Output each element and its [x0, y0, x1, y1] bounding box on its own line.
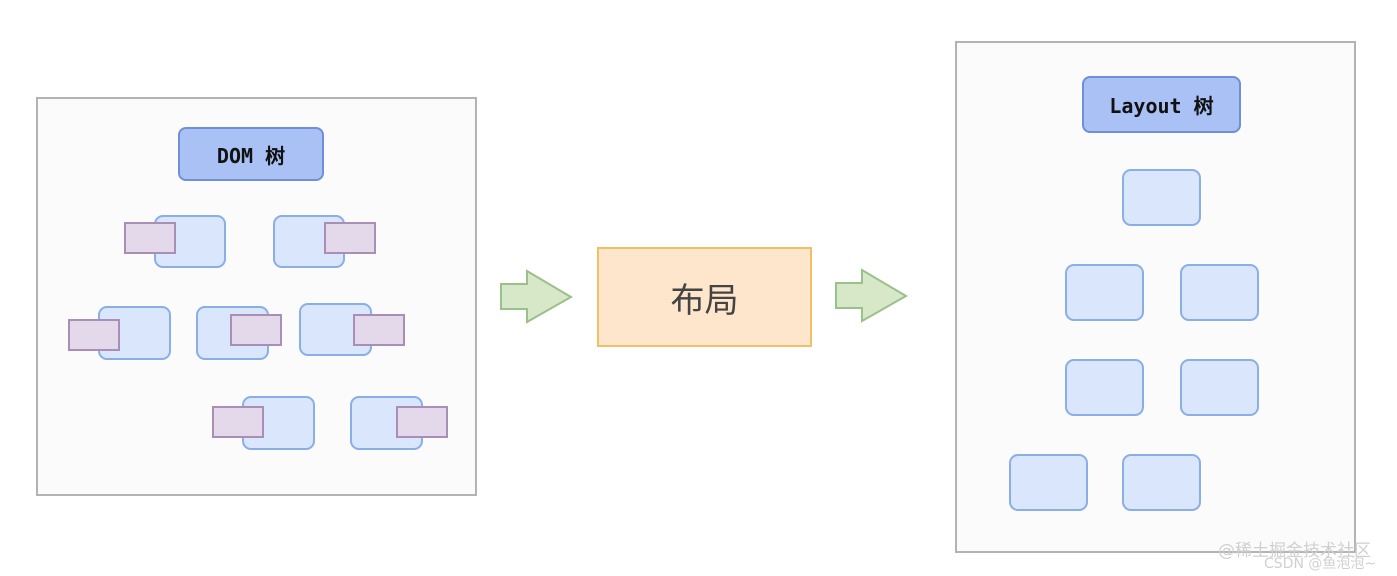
- style-tag: [212, 406, 264, 438]
- style-tag: [124, 222, 176, 254]
- layout-node: [1180, 264, 1259, 321]
- arrow-right-icon: [500, 269, 573, 324]
- layout-tree-root-label: Layout 树: [1109, 94, 1214, 118]
- layout-tree-root: Layout 树: [1082, 76, 1241, 133]
- style-tag: [396, 406, 448, 438]
- dom-tree-root-label: DOM 树: [216, 143, 286, 168]
- layout-node: [1065, 359, 1144, 416]
- style-tag: [324, 222, 376, 254]
- watermark-secondary: CSDN @鱼泡泡~: [1264, 556, 1377, 572]
- style-tag: [353, 314, 405, 346]
- style-tag: [68, 319, 120, 351]
- layout-node: [1009, 454, 1088, 511]
- arrow-right-icon: [835, 268, 908, 323]
- layout-node: [1065, 264, 1144, 321]
- layout-node: [1122, 454, 1201, 511]
- dom-tree-root: DOM 树: [178, 127, 324, 181]
- layout-node: [1122, 169, 1201, 226]
- watermark-primary: @稀土掘金技术社区: [1218, 541, 1371, 561]
- layout-step-box: 布局: [597, 247, 812, 347]
- layout-step-label: 布局: [670, 280, 739, 321]
- layout-node: [1180, 359, 1259, 416]
- style-tag: [230, 314, 282, 346]
